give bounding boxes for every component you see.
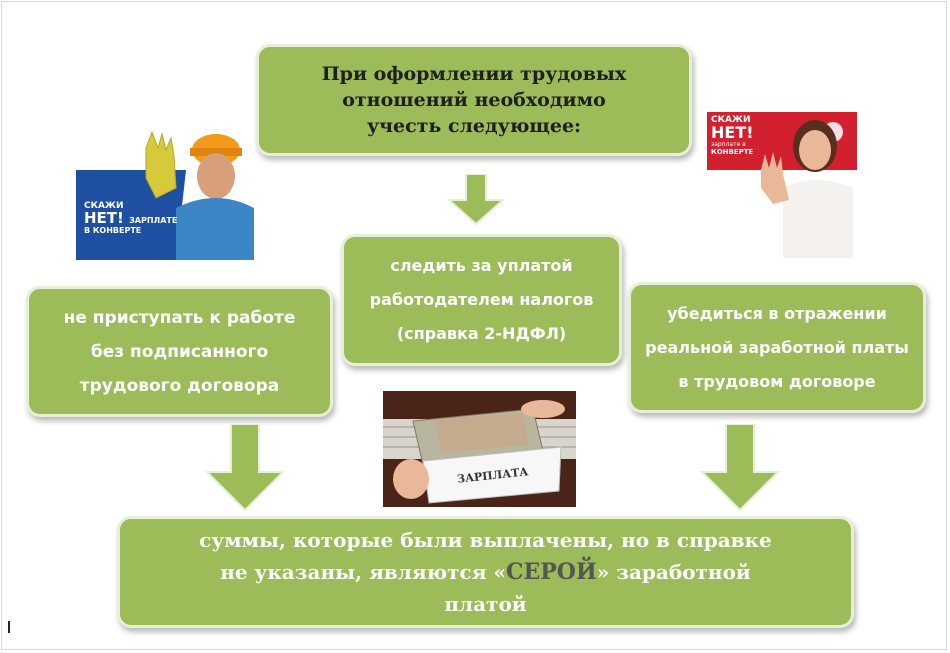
title-line-2: отношений необходимо xyxy=(342,89,606,111)
bottom-line-1: суммы, которые были выплачены, но в спра… xyxy=(199,528,772,552)
bottom-line-3: платой xyxy=(444,592,527,616)
middle-line-1: следить за уплатой xyxy=(390,256,573,275)
right-badge-line-3: зарплате в xyxy=(711,141,746,149)
title-line-1: При оформлении трудовых xyxy=(321,63,627,85)
right-line-2: реальной заработной платы xyxy=(645,337,909,357)
right-down-arrow-icon xyxy=(700,424,780,512)
envelope-illustration xyxy=(383,391,576,507)
text-cursor-mark xyxy=(8,621,10,633)
left-badge-line-3: ЗАРПЛАТЕ xyxy=(129,216,178,226)
left-badge-line-4: В КОНВЕРТЕ xyxy=(84,226,142,236)
bottom-box: суммы, которые были выплачены, но в спра… xyxy=(117,516,854,628)
left-line-1: не приступать к работе xyxy=(63,307,296,328)
left-line-3: трудового договора xyxy=(79,375,280,396)
worker-stop-image: СКАЖИ НЕТ! ЗАРПЛАТЕ В КОНВЕРТЕ xyxy=(76,128,254,260)
right-badge-line-4: КОНВЕРТЕ xyxy=(711,147,754,156)
woman-illustration xyxy=(703,108,861,258)
title-box: При оформлении трудовых отношений необхо… xyxy=(256,44,692,156)
worker-illustration xyxy=(76,128,254,260)
title-line-3: учесть следующее: xyxy=(366,115,582,137)
right-badge: СКАЖИ НЕТ! зарплате в КОНВЕРТЕ xyxy=(711,115,754,156)
down-arrow-icon xyxy=(447,174,505,226)
woman-stop-image: СКАЖИ НЕТ! зарплате в КОНВЕРТЕ xyxy=(703,108,861,258)
middle-line-2: работодателем налогов xyxy=(369,290,594,309)
left-line-2: без подписанного xyxy=(90,341,269,362)
left-badge: СКАЖИ НЕТ! ЗАРПЛАТЕ В КОНВЕРТЕ xyxy=(84,201,178,236)
middle-line-3: (справка 2-НДФЛ) xyxy=(396,324,567,343)
middle-box: следить за уплатой работодателем налогов… xyxy=(341,234,622,366)
left-box: не приступать к работе без подписанного … xyxy=(26,286,333,417)
left-down-arrow-icon xyxy=(205,424,285,512)
salary-envelope-image: ЗАРПЛАТА xyxy=(383,391,576,507)
left-badge-line-2: НЕТ! xyxy=(84,209,124,228)
right-box: убедиться в отражении реальной заработно… xyxy=(628,282,926,413)
bottom-line-2-after: » заработной xyxy=(596,560,751,584)
bottom-line-2-before: не указаны, являются « xyxy=(220,560,506,584)
right-badge-line-1: СКАЖИ xyxy=(711,115,751,125)
right-line-1: убедиться в отражении xyxy=(667,303,887,323)
grey-salary-highlight: СЕРОЙ xyxy=(505,559,597,585)
right-line-3: в трудовом договоре xyxy=(678,371,876,391)
right-badge-line-2: НЕТ! xyxy=(711,123,754,143)
left-badge-line-1: СКАЖИ xyxy=(84,201,124,211)
